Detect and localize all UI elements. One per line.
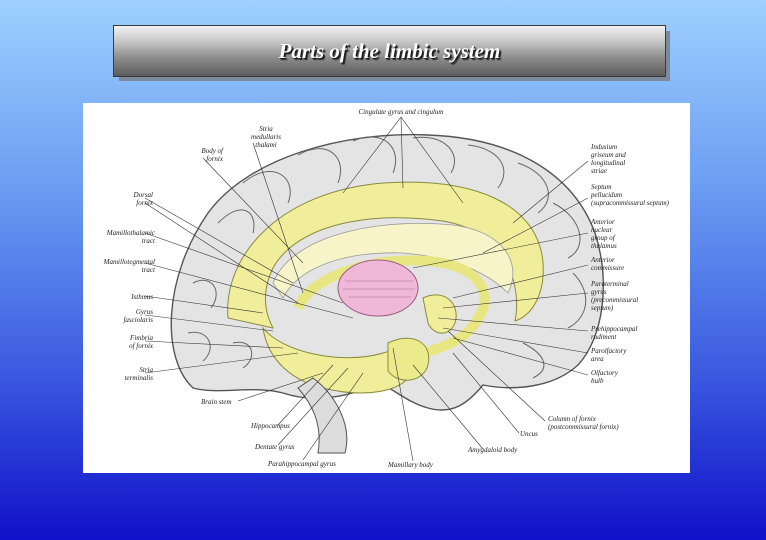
label-parolfactory-area: Parolfactory area	[591, 347, 627, 363]
slide-title: Parts of the limbic system	[278, 38, 501, 63]
limbic-system-figure: Cingulate gyrus and cingulum Stria medul…	[83, 103, 690, 473]
label-parahippocampal-gyrus: Parahippocampal gyrus	[268, 460, 336, 468]
label-gyrus-fasciolaris: Gyrus fasciolaris	[123, 308, 153, 324]
thalamus-lines	[343, 280, 415, 298]
brain-stem	[297, 377, 348, 454]
label-brain-stem: Brain stem	[201, 398, 232, 406]
label-anterior-commissure: Anterior commissure	[591, 256, 625, 272]
gyri-folds	[187, 136, 587, 379]
label-dentate-gyrus: Dentate gyrus	[255, 443, 295, 451]
corpus-callosum	[272, 223, 514, 299]
cingulate-gyrus	[227, 181, 544, 329]
label-dorsal-fornix: Dorsal fornix	[133, 191, 153, 207]
label-isthmus: Isthmus	[131, 293, 153, 301]
leader-lines	[144, 116, 589, 462]
label-indusium-griseum: Indusium griseum and longitudinal striae	[591, 143, 626, 175]
septal-area	[422, 294, 457, 334]
label-cingulate-gyrus: Cingulate gyrus and cingulum	[358, 108, 444, 116]
label-olfactory-bulb: Olfactory bulb	[591, 369, 618, 385]
label-anterior-nuclear-group: Anterior nuclear group of thalamus	[591, 218, 617, 250]
label-stria-terminalis: Stria terminalis	[124, 366, 153, 382]
label-prehippocampal-rudiment: Prehippocampal rudiment	[591, 325, 638, 341]
label-paraterminal-gyrus: Paraterminal gyrus (precommissural septu…	[591, 280, 639, 312]
amygdala	[387, 337, 430, 381]
label-mamillotegmental-tract: Mamillotegmental tract	[103, 258, 155, 274]
thalamus	[337, 259, 419, 317]
label-stria-medullaris: Stria medullaris thalami	[251, 125, 281, 149]
label-amygdaloid-body: Amygdaloid body	[468, 446, 518, 454]
label-septum-pellucidum: Septum pellucidum (supracommissural sept…	[591, 183, 669, 207]
fornix	[293, 255, 490, 358]
label-mamillothalamic-tract: Mamillothalamic tract	[106, 229, 155, 245]
title-banner: Parts of the limbic system	[113, 25, 666, 77]
label-mamillary-body: Mamillary body	[388, 461, 433, 469]
label-fimbria-of-fornix: Fimbria of fornix	[129, 334, 153, 350]
label-column-of-fornix: Column of fornix (postcommissural fornix…	[548, 415, 619, 431]
label-body-of-fornix: Body of fornix	[201, 147, 223, 163]
label-uncus: Uncus	[520, 430, 538, 438]
brain-illustration	[144, 116, 604, 462]
label-hippocampus: Hippocampus	[251, 422, 290, 430]
